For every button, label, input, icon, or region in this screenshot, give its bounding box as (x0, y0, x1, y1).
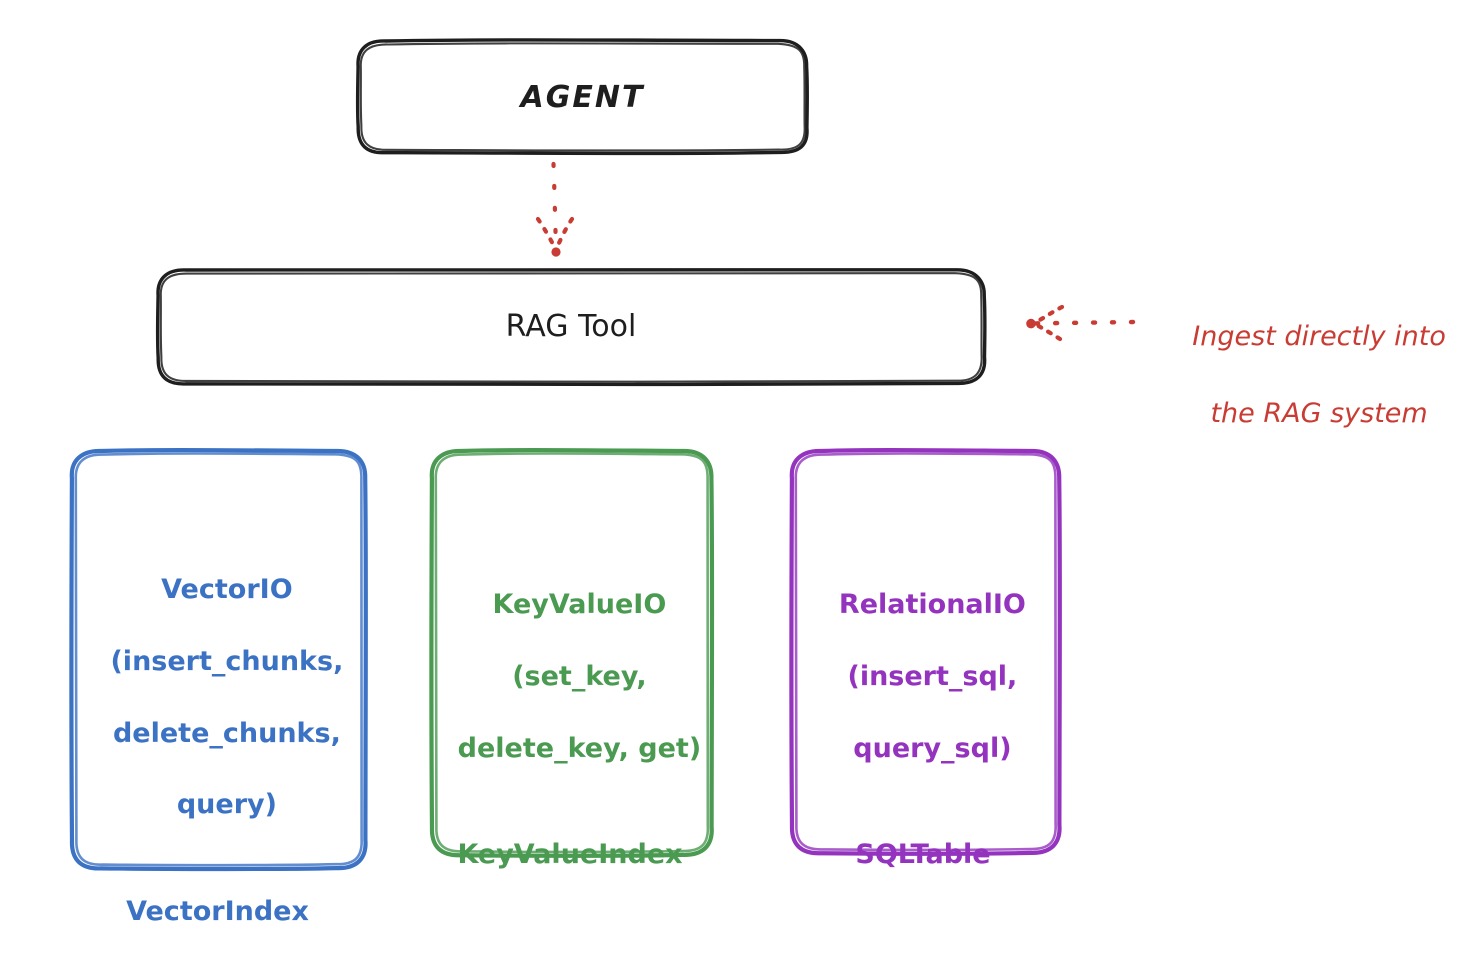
agent-to-rag-dotted-line (551, 161, 559, 251)
ingest-annotation: Ingest directly into the RAG system (1143, 280, 1478, 433)
key-value-io-box-outline-2 (434, 452, 710, 854)
vector-io-node[interactable] (69, 447, 368, 872)
diagram-canvas (69, 38, 1136, 872)
key-value-io-box-outline (429, 447, 715, 859)
agent-to-rag-connector (535, 161, 575, 257)
agent-box-outline-2 (359, 42, 806, 152)
key-value-io-node[interactable] (429, 447, 715, 859)
ingest-annotation-line-2: the RAG system (1210, 397, 1428, 429)
ingest-annotation-line-1: Ingest directly into (1192, 321, 1446, 353)
vector-io-box-outline (69, 447, 368, 872)
relational-io-box-outline-2 (794, 452, 1058, 852)
agent-to-rag-arrow-tip (551, 247, 561, 257)
ingest-connector (1026, 304, 1136, 342)
ingest-dotted-line (1033, 319, 1136, 326)
relational-io-box-outline (789, 447, 1062, 857)
rag-tool-node[interactable] (155, 267, 987, 387)
ingest-arrowhead-upper (1031, 304, 1065, 326)
relational-io-node[interactable] (789, 447, 1062, 857)
agent-node[interactable] (355, 38, 810, 156)
vector-io-box-outline-2 (74, 452, 364, 867)
agent-to-rag-arrowhead (535, 216, 559, 253)
agent-box-outline (355, 38, 810, 156)
ingest-arrowhead-lower (1031, 321, 1063, 342)
rag-tool-box-outline (155, 267, 987, 387)
ingest-arrow-tip (1026, 318, 1036, 329)
rag-tool-box-outline-2 (159, 271, 983, 383)
agent-to-rag-arrowhead-2 (553, 216, 575, 253)
